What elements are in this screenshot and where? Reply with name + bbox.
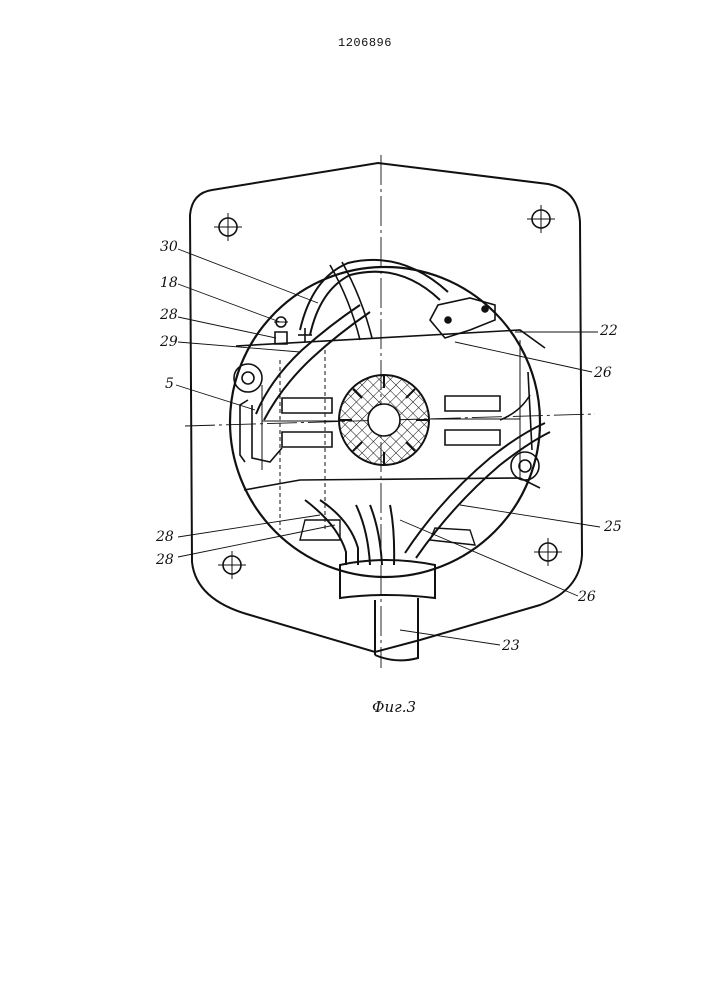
callout-28-top: 28 bbox=[160, 308, 178, 322]
callout-26-bottom: 26 bbox=[578, 590, 596, 604]
screw-terminal bbox=[274, 317, 312, 344]
callout-26-top: 26 bbox=[594, 366, 612, 380]
callout-23: 23 bbox=[502, 639, 520, 653]
brush-bridge-bottom bbox=[244, 478, 540, 490]
cable-grommet bbox=[340, 560, 435, 598]
wire-bottom-center-b bbox=[390, 505, 394, 565]
wire-bottom-center-c bbox=[320, 500, 358, 565]
callout-30: 30 bbox=[160, 240, 178, 254]
callout-25: 25 bbox=[604, 520, 622, 534]
stud-right bbox=[511, 452, 539, 480]
mounting-hole-bottom-right bbox=[534, 538, 562, 566]
mounting-hole-top-right bbox=[527, 205, 555, 233]
shaft bbox=[368, 404, 400, 436]
callout-29: 29 bbox=[160, 335, 178, 349]
wire-upper-left bbox=[310, 272, 440, 335]
callout-18: 18 bbox=[160, 276, 178, 290]
figure-caption: Фиг.3 bbox=[372, 698, 416, 716]
spring-clip-right bbox=[528, 372, 532, 450]
callout-28-lower-b: 28 bbox=[156, 553, 174, 567]
mounting-hole-bottom-left bbox=[218, 551, 246, 579]
stud-left bbox=[234, 364, 262, 392]
mounting-hole-top-left bbox=[214, 213, 242, 241]
callout-22: 22 bbox=[600, 324, 618, 338]
callout-5: 5 bbox=[165, 377, 174, 391]
spring-clip-left bbox=[240, 400, 282, 462]
callout-28-lower-a: 28 bbox=[156, 530, 174, 544]
brush-right bbox=[430, 396, 520, 445]
